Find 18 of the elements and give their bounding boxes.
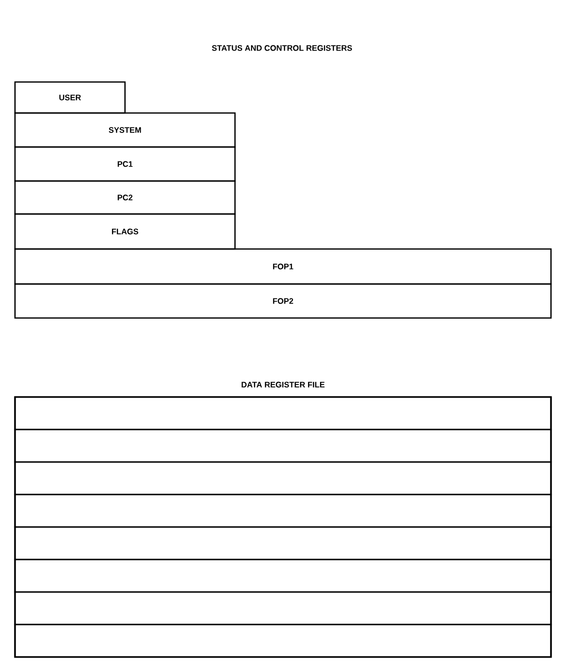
empty-register-box [14,428,552,463]
empty-register-box [14,461,552,496]
empty-register-box [14,526,552,560]
empty-register-box [14,624,552,658]
register-box: PC1 [14,146,236,182]
register-box: SYSTEM [14,112,236,148]
empty-register-box [14,494,552,528]
register-file: DATA REGISTER FILE [14,382,552,658]
empty-register-box [14,396,552,430]
register-box: USER [14,81,126,114]
register-box: FOP2 [14,283,552,319]
empty-register-box [14,591,552,626]
node-label: DATA REGISTER FILE [242,382,325,388]
empty-register-box [14,558,552,593]
register-box: FOP1 [14,248,552,285]
title: STATUS AND CONTROL REGISTERS [212,45,352,51]
register-box: FLAGS [14,213,236,250]
register-box: PC2 [14,180,236,215]
